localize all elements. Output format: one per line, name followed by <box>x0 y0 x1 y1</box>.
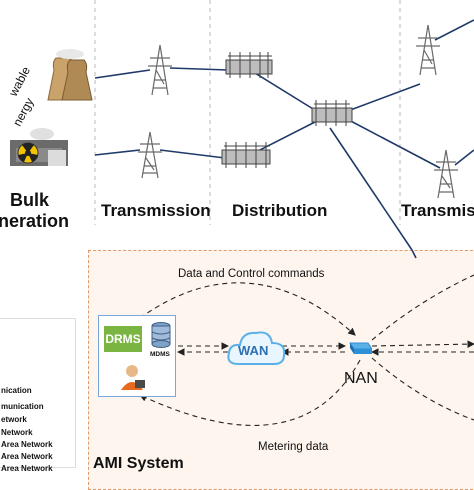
legend-item: nication <box>1 386 32 395</box>
cooling-tower-icon <box>47 49 93 101</box>
legend-item: Network <box>1 428 33 437</box>
nuclear-plant-icon <box>10 128 68 166</box>
transmission-tower-icon-4 <box>434 149 458 199</box>
ami-system-title: AMI System <box>93 455 184 472</box>
substation-icon <box>225 52 273 78</box>
metering-label: Metering data <box>258 441 329 453</box>
legend-item: munication <box>1 402 44 411</box>
substation-icon-2 <box>221 142 271 168</box>
legend-item: Area Network <box>1 464 53 473</box>
transmission-tower-icon <box>148 44 172 96</box>
bulk-label-2: neration <box>0 211 70 231</box>
transmission-tower-icon-3 <box>416 24 440 76</box>
data-control-label: Data and Control commands <box>178 268 325 280</box>
section-transmission: Transmission <box>101 201 211 220</box>
legend-item: etwork <box>1 415 27 424</box>
section-transmission-right: Transmissi <box>401 201 474 220</box>
database-icon <box>151 322 171 348</box>
grid-diagram <box>10 0 474 251</box>
legend-item: Area Network <box>1 452 53 461</box>
section-distribution: Distribution <box>232 201 328 220</box>
bulk-label-1: Bulk <box>10 190 50 210</box>
power-lines <box>94 19 474 251</box>
transmission-tower-icon-2 <box>138 131 162 179</box>
legend: nication munication etwork Network Area … <box>0 318 76 473</box>
legend-item: Area Network <box>1 440 53 449</box>
operator-icon <box>121 365 145 390</box>
wan-label: WAN <box>238 343 269 358</box>
nan-label: NAN <box>344 370 378 387</box>
wan-cloud-icon <box>227 331 286 365</box>
section-separators <box>94 0 401 225</box>
mdms-label: MDMS <box>150 351 170 358</box>
drms-block: DRMS <box>104 326 142 352</box>
nan-router-icon <box>349 342 372 354</box>
substation-icon-3 <box>311 100 353 126</box>
